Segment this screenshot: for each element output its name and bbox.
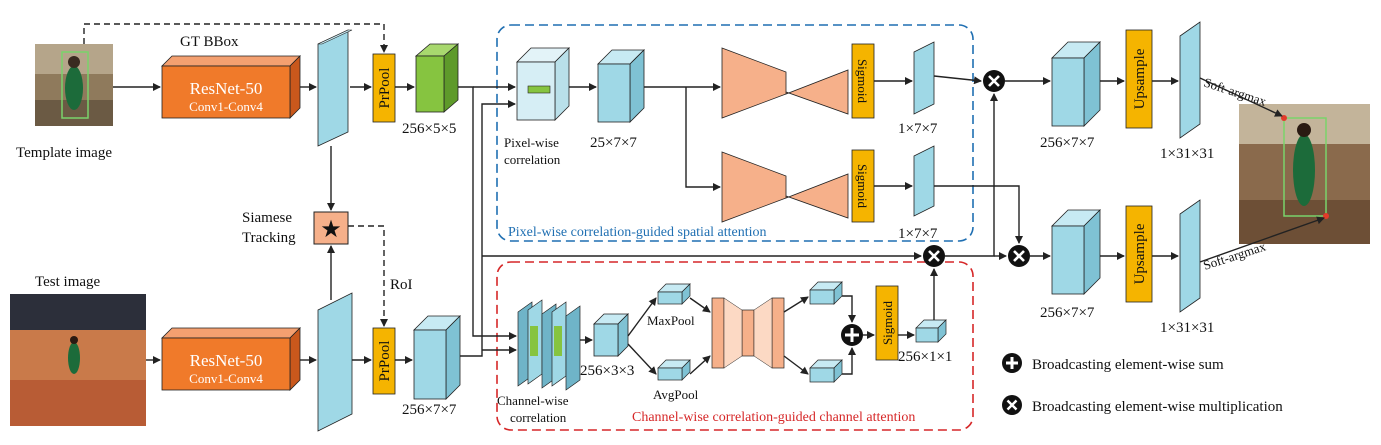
sum-op [841,324,863,346]
roi-label: RoI [390,277,413,293]
attn-map-dim-1: 1×7×7 [898,121,938,137]
output-feature-2 [1051,209,1101,295]
star-icon: ★ [320,217,342,243]
heatmap-2 [1179,199,1201,313]
maxpool-label: MaxPool [647,313,695,328]
resnet-test-title: ResNet-50 [190,351,263,370]
channel-attention-module [496,261,974,431]
mlp-max-output [809,281,843,305]
sigmoid-channel: Sigmoid [875,285,899,361]
encoder-decoder-2 [721,151,849,223]
test-image [10,294,146,426]
test-pooled-feature [413,315,461,400]
prpool-template: PrPool [372,53,396,123]
pixel-corr-label-2: correlation [504,152,561,167]
template-pooled-feature [414,43,460,113]
svg-text:Sigmoid: Sigmoid [880,300,895,345]
output-image [1239,104,1370,244]
chan-corr-dim: 256×3×3 [580,363,634,379]
pixel-corr-block [516,47,570,121]
chan-corr-feature [593,313,629,357]
connectors [83,23,1325,375]
chan-corr-label-2: correlation [510,410,567,425]
chan-corr-label-1: Channel-wise [497,393,569,408]
attention-map-2 [913,145,935,217]
soft-argmax-label-2: Soft-argmax [1201,238,1268,272]
upsample-1: Upsample [1125,29,1153,129]
template-image-label: Template image [16,145,112,161]
multiply-op-bottom [1008,245,1030,267]
sigmoid-spatial-1: Sigmoid [851,43,875,119]
template-image [35,44,113,126]
pixel-corr-dim: 25×7×7 [590,135,637,151]
resnet-template-title: ResNet-50 [190,79,263,98]
output-feature-1 [1051,41,1101,127]
attention-map-1 [913,41,935,115]
resnet-test-sub: Conv1-Conv4 [189,371,263,386]
legend-mult-label: Broadcasting element-wise multiplication [1032,399,1283,415]
sigmoid-spatial-2: Sigmoid [851,149,875,223]
resnet-template [161,55,301,119]
legend-sum-label: Broadcasting element-wise sum [1032,357,1224,373]
spatial-attention-module [496,24,974,242]
test-backbone-feature [317,292,353,432]
upsample-2: Upsample [1125,205,1153,303]
test-image-label: Test image [35,274,101,290]
out-feat-dim-1: 256×7×7 [1040,135,1095,151]
resnet-template-sub: Conv1-Conv4 [189,99,263,114]
maxpool-cube [657,283,691,305]
multiply-op-top [983,70,1005,92]
svg-text:Sigmoid: Sigmoid [855,59,870,104]
legend-mult-icon [1002,395,1022,415]
svg-text:Sigmoid: Sigmoid [855,164,870,209]
heatmap-1 [1179,21,1201,139]
svg-text:PrPool: PrPool [377,341,393,382]
pixel-corr-feature [597,49,645,123]
resnet-test [161,327,301,391]
spatial-attention-title: Pixel-wise correlation-guided spatial at… [508,225,767,240]
channel-corr-block [517,299,581,391]
multiply-op-mid [923,245,945,267]
avgpool-cube [657,359,691,381]
heatmap-dim-2: 1×31×31 [1160,320,1214,336]
template-backbone-feature [317,29,353,147]
siamese-label-2: Tracking [242,230,296,246]
out-feat-dim-2: 256×7×7 [1040,305,1095,321]
legend-sum-icon [1002,353,1022,373]
channel-attention-vector [915,319,947,343]
soft-argmax-label-1: Soft-argmax [1202,75,1269,109]
svg-text:Upsample: Upsample [1132,223,1148,284]
gt-bbox-label: GT BBox [180,34,239,50]
avgpool-label: AvgPool [653,387,699,402]
template-feat-dim: 256×5×5 [402,121,456,137]
test-feat-dim: 256×7×7 [402,402,457,418]
siamese-label-1: Siamese [242,210,292,226]
chan-attn-dim: 256×1×1 [898,349,952,365]
attn-map-dim-2: 1×7×7 [898,226,938,242]
siamese-tracking-box [313,211,349,245]
svg-text:Upsample: Upsample [1132,48,1148,109]
heatmap-dim-1: 1×31×31 [1160,146,1214,162]
svg-text:PrPool: PrPool [377,68,393,109]
encoder-decoder-1 [721,47,849,119]
channel-mlp [711,297,785,369]
channel-attention-title: Channel-wise correlation-guided channel … [632,410,915,425]
pixel-corr-label-1: Pixel-wise [504,135,559,150]
prpool-test: PrPool [372,327,396,395]
mlp-avg-output [809,359,843,383]
